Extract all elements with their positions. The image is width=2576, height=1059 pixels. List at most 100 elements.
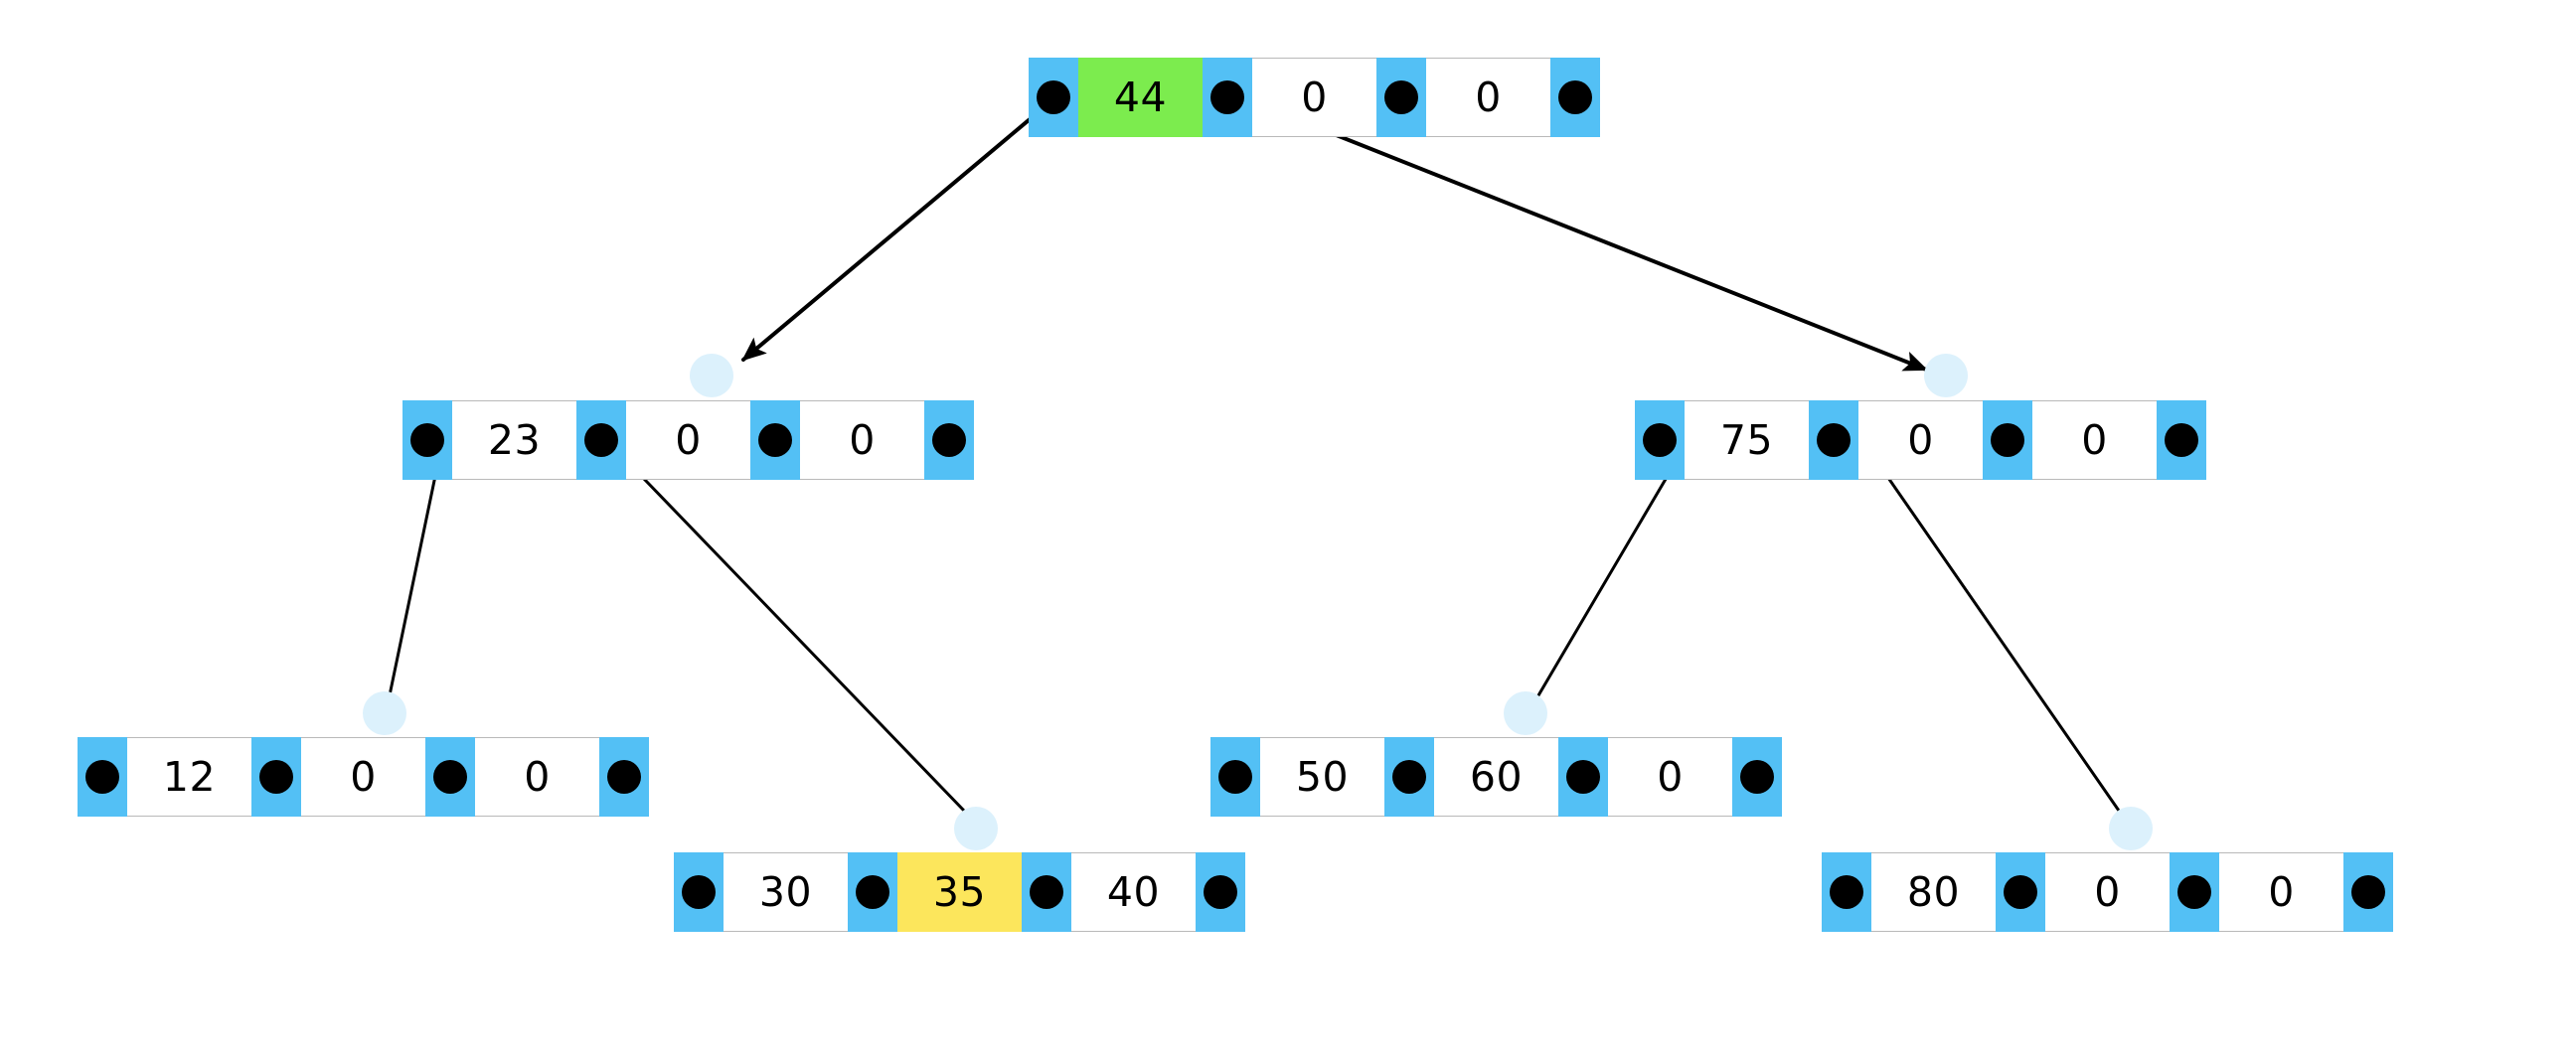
pointer-cell[interactable]: [2170, 852, 2219, 932]
pointer-dot-icon: [1030, 875, 1063, 909]
key-value: 0: [1907, 416, 1934, 464]
pointer-cell[interactable]: [1809, 400, 1858, 480]
key-cell[interactable]: 0: [2032, 400, 2157, 480]
pointer-cell[interactable]: [1732, 737, 1782, 817]
pointer-dot-icon: [1210, 80, 1244, 114]
key-cell[interactable]: 80: [1871, 852, 1996, 932]
key-cell[interactable]: 44: [1078, 58, 1203, 137]
key-cell[interactable]: 0: [2219, 852, 2343, 932]
key-value: 0: [1657, 753, 1684, 801]
pointer-dot-icon: [932, 423, 966, 457]
btree-node-leaf-30-35-40[interactable]: 30 35 40: [674, 852, 1245, 932]
pointer-cell[interactable]: [425, 737, 475, 817]
pointer-cell[interactable]: [1384, 737, 1434, 817]
anchor-leaf-50: [1504, 691, 1547, 735]
btree-node-leaf-12[interactable]: 12 0 0: [78, 737, 649, 817]
btree-node-root[interactable]: 44 0 0: [1029, 58, 1600, 137]
pointer-dot-icon: [1740, 760, 1774, 794]
key-cell[interactable]: 0: [800, 400, 924, 480]
key-value: 80: [1906, 868, 1961, 916]
key-cell[interactable]: 40: [1071, 852, 1196, 932]
pointer-cell[interactable]: [924, 400, 974, 480]
pointer-cell[interactable]: [1196, 852, 1245, 932]
key-cell[interactable]: 0: [475, 737, 599, 817]
anchor-internal-left: [690, 354, 733, 397]
key-cell[interactable]: 0: [2045, 852, 2170, 932]
key-value: 23: [487, 416, 542, 464]
key-cell[interactable]: 0: [301, 737, 425, 817]
pointer-dot-icon: [433, 760, 467, 794]
key-cell[interactable]: 75: [1685, 400, 1809, 480]
pointer-cell[interactable]: [1822, 852, 1871, 932]
pointer-cell[interactable]: [1635, 400, 1685, 480]
btree-node-leaf-50-60[interactable]: 50 60 0: [1210, 737, 1782, 817]
pointer-dot-icon: [1037, 80, 1070, 114]
key-cell[interactable]: 60: [1434, 737, 1558, 817]
key-value: 0: [1301, 74, 1328, 121]
pointer-cell[interactable]: [1210, 737, 1260, 817]
btree-node-leaf-80[interactable]: 80 0 0: [1822, 852, 2393, 932]
btree-node-internal-left[interactable]: 23 0 0: [402, 400, 974, 480]
btree-node-internal-right[interactable]: 75 0 0: [1635, 400, 2206, 480]
key-cell[interactable]: 0: [1426, 58, 1550, 137]
pointer-dot-icon: [1830, 875, 1863, 909]
key-value: 0: [675, 416, 702, 464]
key-cell[interactable]: 23: [452, 400, 576, 480]
pointer-cell[interactable]: [1550, 58, 1600, 137]
key-value: 0: [1475, 74, 1502, 121]
pointer-cell[interactable]: [78, 737, 127, 817]
edge-right-to-leaf50: [1536, 450, 1684, 697]
pointer-dot-icon: [607, 760, 641, 794]
key-cell[interactable]: 50: [1260, 737, 1384, 817]
key-cell[interactable]: 0: [1608, 737, 1732, 817]
key-value: 30: [758, 868, 813, 916]
pointer-dot-icon: [1991, 423, 2024, 457]
key-cell[interactable]: 35: [897, 852, 1022, 932]
pointer-dot-icon: [2165, 423, 2198, 457]
pointer-dot-icon: [1392, 760, 1426, 794]
pointer-cell[interactable]: [2343, 852, 2393, 932]
pointer-cell[interactable]: [1983, 400, 2032, 480]
pointer-dot-icon: [1204, 875, 1237, 909]
pointer-cell[interactable]: [402, 400, 452, 480]
pointer-cell[interactable]: [1029, 58, 1078, 137]
key-value: 0: [2081, 416, 2108, 464]
pointer-dot-icon: [1643, 423, 1677, 457]
edge-left-to-leaf12: [388, 450, 442, 697]
key-value: 0: [350, 753, 377, 801]
pointer-cell[interactable]: [599, 737, 649, 817]
anchor-internal-right: [1924, 354, 1968, 397]
anchor-leaf-12: [363, 691, 406, 735]
pointer-dot-icon: [1384, 80, 1418, 114]
pointer-dot-icon: [85, 760, 119, 794]
pointer-dot-icon: [584, 423, 618, 457]
pointer-cell[interactable]: [2157, 400, 2206, 480]
pointer-cell[interactable]: [251, 737, 301, 817]
key-value: 0: [2268, 868, 2295, 916]
pointer-cell[interactable]: [1203, 58, 1252, 137]
pointer-dot-icon: [1566, 760, 1600, 794]
pointer-cell[interactable]: [750, 400, 800, 480]
pointer-dot-icon: [682, 875, 716, 909]
key-value: 60: [1469, 753, 1524, 801]
pointer-dot-icon: [1817, 423, 1851, 457]
edge-right-to-leaf80: [1868, 450, 2121, 813]
pointer-cell[interactable]: [1376, 58, 1426, 137]
pointer-cell[interactable]: [576, 400, 626, 480]
key-cell[interactable]: 30: [724, 852, 848, 932]
key-value: 40: [1106, 868, 1161, 916]
key-cell[interactable]: 0: [1858, 400, 1983, 480]
pointer-dot-icon: [259, 760, 293, 794]
pointer-cell[interactable]: [1996, 852, 2045, 932]
key-cell[interactable]: 12: [127, 737, 251, 817]
pointer-cell[interactable]: [1558, 737, 1608, 817]
key-cell[interactable]: 0: [1252, 58, 1376, 137]
pointer-dot-icon: [410, 423, 444, 457]
key-value: 44: [1113, 74, 1168, 121]
pointer-cell[interactable]: [1022, 852, 1071, 932]
pointer-cell[interactable]: [848, 852, 897, 932]
pointer-dot-icon: [758, 423, 792, 457]
key-cell[interactable]: 0: [626, 400, 750, 480]
pointer-cell[interactable]: [674, 852, 724, 932]
